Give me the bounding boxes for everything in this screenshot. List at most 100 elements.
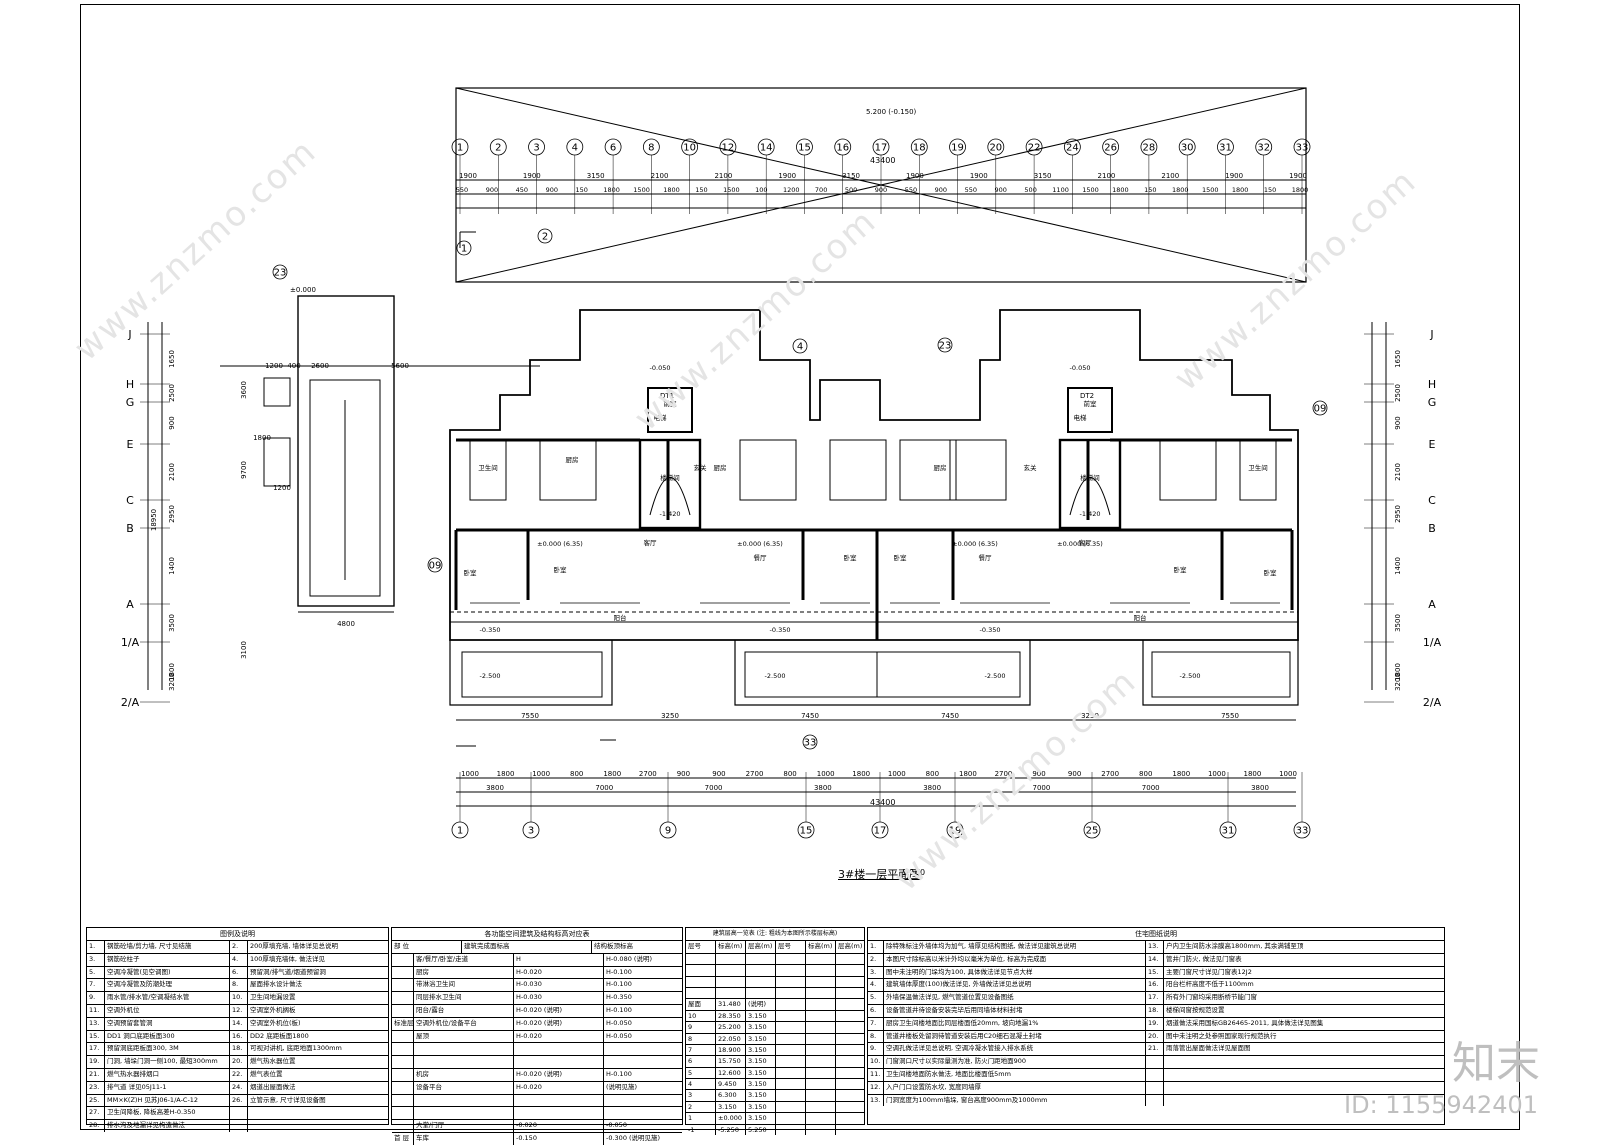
legend-cell: 24. bbox=[230, 1081, 248, 1094]
top-axis-8: 8 bbox=[648, 143, 654, 154]
floor-cell-empty bbox=[836, 1079, 864, 1089]
note-row: 11.卫生间楼地面防水做法, 地面比楼面低5mm bbox=[868, 1068, 1444, 1082]
note-cell: 入户门口设置防水坎, 宽度同墙厚 bbox=[884, 1081, 1146, 1094]
legend-cell: 200厚填充墙, 墙体详见总说明 bbox=[250, 942, 339, 950]
top-axis-32: 32 bbox=[1257, 143, 1270, 154]
level-mark: ±0.000 (6.35) bbox=[952, 540, 998, 548]
stair-level: ±0.000 bbox=[290, 286, 316, 294]
floor-cell: 31.480 bbox=[716, 999, 746, 1010]
level-mark: ±0.000 (6.35) bbox=[1057, 540, 1103, 548]
note-cell: 13. bbox=[1146, 941, 1164, 953]
elevation-cell bbox=[414, 1107, 514, 1120]
top-dim-2: 150 bbox=[1144, 186, 1156, 194]
legend-cell: 5. bbox=[87, 966, 105, 979]
room-label: 餐厅 bbox=[754, 553, 768, 562]
bottom-axis-3: 3 bbox=[528, 826, 534, 837]
floor-cell: 3.150 bbox=[746, 1101, 776, 1113]
left-axis-G: G bbox=[126, 396, 135, 409]
note-cell bbox=[1164, 1069, 1444, 1081]
elevation-cell bbox=[392, 1056, 414, 1068]
elevation-cell: H-0.100 bbox=[606, 967, 632, 976]
legend-cell: 18. bbox=[230, 1043, 248, 1056]
top-axis-26: 26 bbox=[1104, 143, 1117, 154]
floor-cell-empty bbox=[806, 1022, 836, 1033]
room-label: 厨房 bbox=[566, 455, 579, 464]
note-row: 7.厨房卫生间楼地面比同层楼面低20mm, 坡向地漏1%19.烟道做法采用国标G… bbox=[868, 1017, 1444, 1031]
roof-level: 5.200 (-0.150) bbox=[866, 108, 917, 116]
right-dim: 3500 bbox=[1394, 614, 1402, 632]
floors-head-no2: 层号 bbox=[776, 941, 806, 953]
elevation-cell: H-0.100 bbox=[606, 980, 632, 989]
note-cell: 6. bbox=[868, 1004, 884, 1017]
left-axis-A: A bbox=[126, 598, 134, 611]
legend-cell: 门洞, 墙垛门洞一侧100, 最短300mm bbox=[105, 1056, 230, 1068]
bottom-axis-17: 17 bbox=[874, 826, 887, 837]
legend-cell: 25. bbox=[87, 1094, 105, 1107]
floor-cell-empty bbox=[776, 976, 806, 987]
floor-cell bbox=[746, 953, 776, 965]
top-dim-2: 1800 bbox=[663, 186, 680, 194]
legend-cell: 3. bbox=[87, 953, 105, 966]
floor-row bbox=[686, 965, 864, 977]
floor-cell-empty bbox=[806, 1010, 836, 1022]
stair-dim: 4800 bbox=[337, 620, 355, 628]
legend-cell: 空调室外机搁板 bbox=[250, 1005, 296, 1014]
top-dim-2: 500 bbox=[1024, 186, 1036, 194]
room-label: 电梯 bbox=[1074, 413, 1088, 422]
elevation-cell bbox=[604, 1107, 682, 1119]
floor-cell-empty bbox=[776, 965, 806, 976]
room-label: 卧室 bbox=[894, 553, 908, 562]
bottom-dim-1: 800 bbox=[570, 770, 583, 778]
floor-cell: 3.150 bbox=[746, 1056, 776, 1067]
elevator-tag-2: DT2 bbox=[1080, 392, 1095, 400]
floor-cell bbox=[716, 976, 746, 987]
note-cell: 4. bbox=[868, 979, 884, 992]
legend-cell: 烟道出屋面做法 bbox=[250, 1082, 296, 1091]
floor-cell: 9 bbox=[686, 1022, 716, 1033]
room-label: 卧室 bbox=[1264, 568, 1278, 577]
top-dim-2: 900 bbox=[875, 186, 887, 194]
top-dim-1: 2100 bbox=[651, 172, 669, 180]
elevation-cell bbox=[392, 992, 414, 1004]
floor-cell: 22.050 bbox=[716, 1033, 746, 1044]
bottom-dim-1: 2700 bbox=[746, 770, 764, 778]
elevation-cell: -0.300 (说明见施) bbox=[606, 1133, 661, 1142]
floor-cell-empty bbox=[776, 1101, 806, 1113]
legend-cell bbox=[248, 1107, 388, 1119]
floor-cell bbox=[686, 976, 716, 987]
bottom-dim-1: 900 bbox=[712, 770, 725, 778]
floor-cell: 8 bbox=[686, 1033, 716, 1044]
top-dim-2: 550 bbox=[456, 186, 468, 194]
room-label: 卫生间 bbox=[1248, 463, 1268, 472]
bottom-dim-1: 900 bbox=[1068, 770, 1081, 778]
note-cell bbox=[1146, 1056, 1164, 1068]
plan-title: 3#楼一层平面图 bbox=[838, 868, 921, 881]
floor-cell-empty bbox=[776, 1113, 806, 1124]
note-cell: 10. bbox=[868, 1056, 884, 1068]
note-cell: 主要门窗尺寸详见门窗表12J2 bbox=[1166, 967, 1252, 976]
bottom-dim-2: 3800 bbox=[923, 784, 941, 792]
floors-head-h2: 层高(m) bbox=[838, 942, 863, 950]
elevation-cell bbox=[514, 1107, 604, 1120]
top-axis-3: 3 bbox=[533, 143, 539, 154]
elev-head-part: 部 位 bbox=[392, 941, 462, 953]
elevation-cell bbox=[392, 1081, 414, 1094]
legend-row: 5.空调冷凝管(见空调图)6.预留洞/排气道/烟道预留洞 bbox=[87, 966, 388, 980]
top-dim-2: 550 bbox=[965, 186, 977, 194]
floor-cell: 3.150 bbox=[746, 1010, 776, 1022]
elev-head-struct: 结构板顶标高 bbox=[594, 942, 633, 950]
bottom-dim-3: 7550 bbox=[1221, 712, 1239, 720]
note-cell: 11. bbox=[868, 1068, 884, 1081]
left-total: 18950 bbox=[150, 509, 158, 531]
note-row: 10.门窗洞口尺寸以实际量测为准, 防火门距地面900 bbox=[868, 1056, 1444, 1069]
elevation-row: 首 层车库-0.150-0.300 (说明见施) bbox=[392, 1132, 682, 1145]
top-axis-1: 1 bbox=[457, 143, 463, 154]
